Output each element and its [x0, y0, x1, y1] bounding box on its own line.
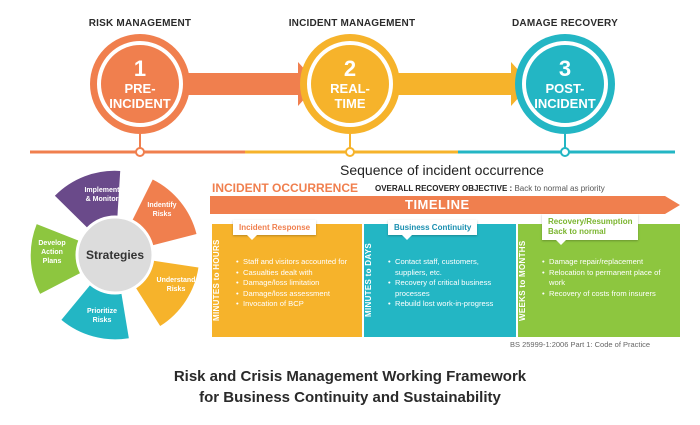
- wheel-center-label: Strategies: [86, 248, 144, 262]
- panel-1-timescale: MINUTES to HOURS: [212, 239, 221, 322]
- wheel-label-prioritize-2: Risks: [93, 317, 112, 324]
- callout-recovery-line1: Recovery/Resumption: [548, 217, 633, 226]
- phase-1-line2: INCIDENT: [109, 96, 171, 111]
- phase-2-number: 2: [343, 56, 357, 81]
- callout-incident-response: Incident Response: [233, 220, 317, 240]
- panel-recovery-resumption: WEEKS to MONTHS Damage repair/replacemen…: [518, 224, 680, 337]
- incident-occurrence-label: INCIDENT OCCURRENCE: [212, 181, 359, 195]
- wheel-segment-develop: [30, 224, 115, 294]
- footer-title-line2: for Business Continuity and Sustainabili…: [199, 389, 501, 406]
- recovery-objective: OVERALL RECOVERY OBJECTIVE : Back to nor…: [375, 184, 605, 193]
- list-item: Contact staff, customers, suppliers, etc…: [388, 257, 512, 278]
- strategy-wheel: Implement & Monitor Indentify Risks Unde…: [30, 170, 199, 340]
- list-item: Invocation of BCP: [236, 299, 360, 310]
- arrow-1-to-2: [185, 62, 318, 106]
- panel-business-continuity: MINUTES to DAYS Contact staff, customers…: [364, 224, 516, 337]
- reference-note: BS 25999-1:2006 Part 1: Code of Practice: [510, 340, 651, 349]
- wheel-label-implement-1: Implement: [84, 187, 120, 194]
- list-item: Staff and visitors accounted for: [236, 257, 360, 268]
- callout-business-continuity: Business Continuity: [388, 220, 478, 240]
- phase-title-damage-recovery: DAMAGE RECOVERY: [512, 18, 618, 29]
- phase-2-line2: TIME: [334, 96, 366, 111]
- phase-2-line1: REAL-: [330, 81, 370, 96]
- phase-title-risk-management: RISK MANAGEMENT: [88, 18, 192, 29]
- list-item: Recovery of critical business processes: [388, 278, 512, 299]
- sequence-label: Sequence of incident occurrence: [340, 162, 544, 178]
- process-flow-graphic: [30, 34, 675, 157]
- list-item: Relocation to permanent place of work: [542, 268, 674, 289]
- wheel-label-understand-1: Understand: [157, 277, 196, 284]
- wheel-label-understand-2: Risks: [167, 286, 186, 293]
- footer-title-line1: Risk and Crisis Management Working Frame…: [173, 368, 527, 385]
- list-item: Recovery of costs from insurers: [542, 289, 674, 300]
- wheel-label-implement-2: & Monitor: [86, 196, 119, 203]
- timeline-label: TIMELINE: [405, 197, 470, 212]
- wheel-label-identify-2: Risks: [153, 211, 172, 218]
- list-item: Damage/loss limitation: [236, 278, 360, 289]
- wheel-label-develop-3: Plans: [43, 258, 62, 265]
- phase-3-line2: INCIDENT: [534, 96, 596, 111]
- panel-2-timescale: MINUTES to DAYS: [364, 243, 373, 318]
- callout-recovery-resumption: Recovery/Resumption Back to normal: [542, 214, 639, 245]
- list-item: Damage repair/replacement: [542, 257, 674, 268]
- panel-3-items: Damage repair/replacement Relocation to …: [542, 257, 674, 299]
- phase-title-incident-management: INCIDENT MANAGEMENT: [288, 18, 416, 29]
- panel-3-timescale: WEEKS to MONTHS: [518, 240, 527, 321]
- phase-circle-2: [300, 34, 400, 134]
- list-item: Casualties dealt with: [236, 268, 360, 279]
- phase-1-line1: PRE-: [124, 81, 156, 96]
- recovery-objective-value: Back to normal as priority: [514, 184, 605, 193]
- phase-3-line1: POST-: [545, 81, 585, 96]
- callout-recovery-line2: Back to normal: [548, 227, 606, 236]
- timeline-arrow: [210, 196, 680, 214]
- wheel-label-prioritize-1: Prioritize: [87, 308, 117, 315]
- panel-1-items: Staff and visitors accounted for Casualt…: [236, 257, 360, 310]
- list-item: Rebuild lost work-in-progress: [388, 299, 512, 310]
- panel-incident-response: MINUTES to HOURS Staff and visitors acco…: [212, 224, 362, 337]
- phase-circle-3: [515, 34, 615, 134]
- arrow-2-to-3: [397, 62, 531, 106]
- recovery-objective-label: OVERALL RECOVERY OBJECTIVE :: [375, 184, 513, 193]
- wheel-label-identify-1: Indentify: [147, 202, 176, 209]
- list-item: Damage/loss assessment: [236, 289, 360, 300]
- wheel-label-develop-2: Action: [41, 249, 63, 256]
- phase-3-number: 3: [558, 56, 572, 81]
- phase-1-number: 1: [133, 56, 147, 81]
- wheel-label-develop-1: Develop: [38, 240, 65, 247]
- panel-2-items: Contact staff, customers, suppliers, etc…: [388, 257, 512, 310]
- phase-circle-1: [90, 34, 190, 134]
